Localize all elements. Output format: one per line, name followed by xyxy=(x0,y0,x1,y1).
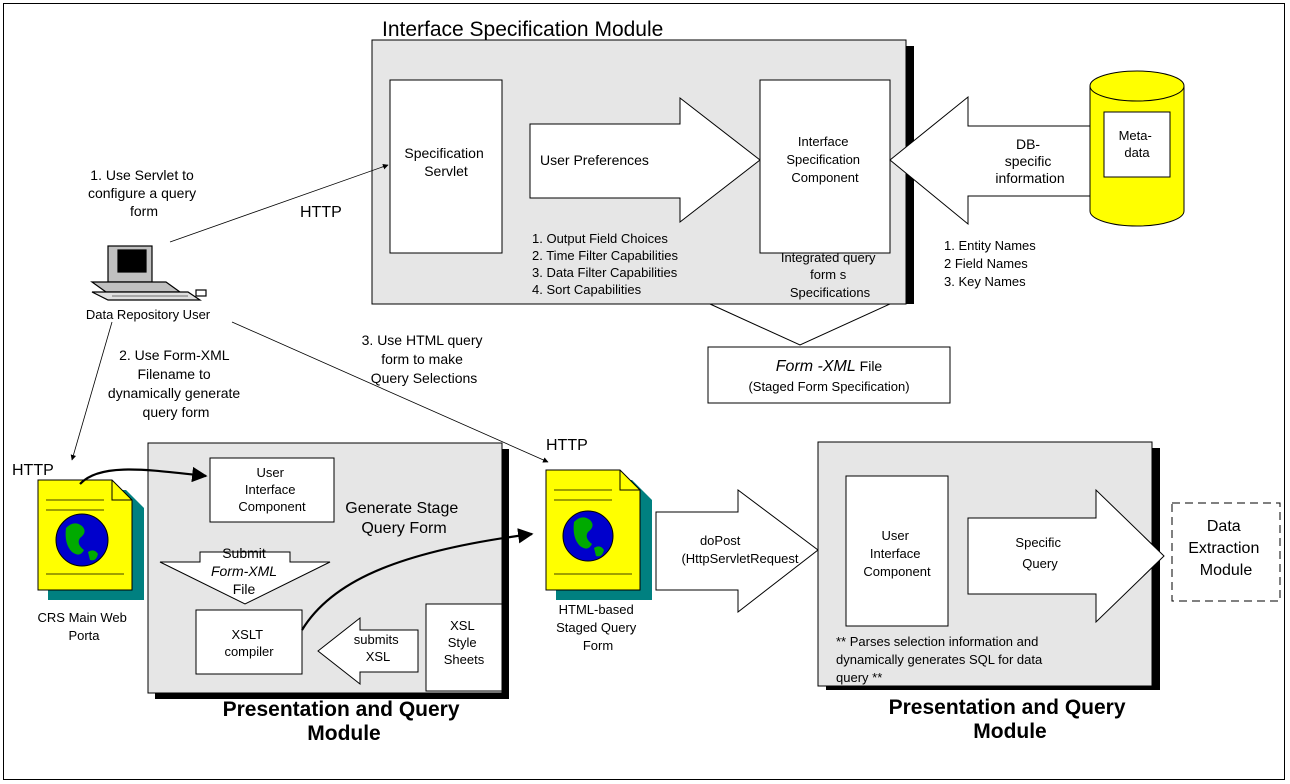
xslt-compiler-label: XSLT compiler xyxy=(224,627,274,659)
uic-right-box xyxy=(845,475,949,627)
generate-stage-label: Generate Stage Query Form xyxy=(345,500,462,537)
form-xml-file-line1: Form -XML File xyxy=(776,358,883,375)
diagram-frame xyxy=(3,3,1285,780)
servlet-connection-arrow xyxy=(169,164,389,243)
form-xml-file-line2: (Staged Form Specification) xyxy=(748,379,909,394)
dopost-label: doPost (HttpServletRequest xyxy=(681,533,798,566)
step1-label: 1. Use Servlet to configure a query form xyxy=(88,167,200,219)
user-preferences-arrow xyxy=(529,96,761,224)
submits-xsl-label: submits XSL xyxy=(354,632,402,664)
step3-label: 3. Use HTML query form to make Query Sel… xyxy=(362,332,487,386)
crs-portal-label: CRS Main Web Porta xyxy=(38,610,131,643)
uic-left-label: User Interface Component xyxy=(238,465,306,514)
html-staged-form-document-icon xyxy=(545,469,652,600)
compiler-to-html-curve xyxy=(301,528,534,631)
parses-note: ** Parses selection information and dyna… xyxy=(836,634,1046,685)
submit-line3: File xyxy=(233,581,256,597)
db-specific-arrow xyxy=(889,95,1091,226)
submit-form-xml-arrow xyxy=(159,551,331,605)
metadata-label: Meta- data xyxy=(1119,128,1156,160)
computer-icon xyxy=(90,245,207,301)
metadata-database-icon xyxy=(1089,70,1185,227)
data-extraction-module-box xyxy=(1171,502,1281,602)
db-specific-label: DB- specific information xyxy=(995,136,1064,186)
xsl-style-sheets-box xyxy=(425,603,503,692)
form-xml-down-arrow xyxy=(709,303,891,346)
specific-query-label: Specific Query xyxy=(1015,535,1064,571)
dopost-arrow xyxy=(655,489,819,614)
xsl-style-sheets-label: XSL Style Sheets xyxy=(444,618,485,667)
submits-xsl-arrow xyxy=(317,616,419,686)
isc-label: Interface Specification Component xyxy=(786,134,863,185)
xslt-compiler-box xyxy=(195,609,303,675)
ism-title: Interface Specification Module xyxy=(382,18,663,41)
step2-label: 2. Use Form-XML Filename to dynamically … xyxy=(108,347,244,420)
pqm-left-title: Presentation and Query Module xyxy=(223,698,466,745)
form-xml-file-box xyxy=(707,346,951,404)
integrated-specs-label: Integrated query form s Specifications xyxy=(781,250,879,300)
http-mid-label: HTTP xyxy=(546,437,588,454)
portal-to-uic-curve xyxy=(79,466,208,485)
data-repository-user-label: Data Repository User xyxy=(86,307,211,322)
specific-query-arrow xyxy=(967,488,1165,624)
specification-servlet-box xyxy=(389,79,503,254)
pqm-right-title: Presentation and Query Module xyxy=(889,696,1132,743)
entity-list: 1. Entity Names 2 Field Names 3. Key Nam… xyxy=(944,238,1039,289)
http-left-label: HTTP xyxy=(12,462,54,479)
crs-portal-document-icon xyxy=(37,479,144,600)
html-staged-form-label: HTML-based Staged Query Form xyxy=(556,602,640,653)
http-top-label: HTTP xyxy=(300,204,342,221)
data-extraction-label: Data Extraction Module xyxy=(1188,518,1264,579)
uic-left-box xyxy=(209,457,335,523)
uic-right-label: User Interface Component xyxy=(863,528,931,579)
interface-spec-component-box xyxy=(759,79,891,254)
pref-list: 1. Output Field Choices 2. Time Filter C… xyxy=(532,231,682,297)
html-query-connection-arrow xyxy=(231,321,549,463)
submit-line2: Form-XML xyxy=(211,563,277,579)
spec-servlet-label: Specification Servlet xyxy=(404,145,487,179)
user-preferences-label: User Preferences xyxy=(540,152,649,168)
submit-line1: Submit xyxy=(222,545,266,561)
portal-connection-arrow xyxy=(70,321,113,461)
